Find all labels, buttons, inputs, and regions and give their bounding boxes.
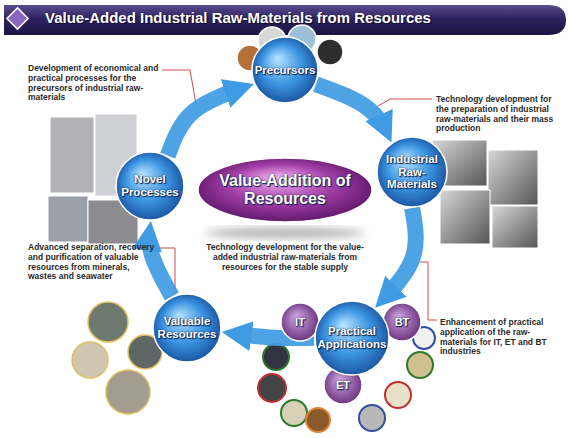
cycle-arrow [316, 84, 392, 142]
central-ellipse: Value-Addition of Resources [197, 157, 373, 223]
product-photo [359, 405, 385, 431]
cycle-arrow [375, 208, 416, 308]
sem-image [492, 206, 538, 248]
black-powder-photo [317, 39, 343, 65]
node-text: Precursors [252, 64, 318, 77]
node-text: Industrial Raw-Materials [377, 153, 447, 191]
node-text: Value-Addition of Resources [210, 172, 360, 207]
stage-circle: Novel Processes [115, 151, 185, 221]
sem-image [440, 190, 490, 244]
leader-line [378, 99, 432, 106]
product-photo [263, 344, 289, 370]
cycle-arrow [168, 84, 254, 156]
lab-photo [50, 117, 94, 193]
node-text: ET [324, 379, 362, 391]
circle-shape [377, 137, 447, 207]
title-icon [7, 8, 28, 29]
callout-text: Technology development for the value-add… [198, 243, 372, 272]
circle-shape [383, 303, 421, 341]
product-photo [407, 352, 433, 378]
callout-text: Advanced separation, recovery and purifi… [28, 243, 160, 282]
circle-shape [153, 294, 221, 362]
diagram-title: Value-Added Industrial Raw-Materials fro… [45, 9, 431, 26]
rock-photo [106, 370, 150, 414]
node-text: Practical Applications [315, 325, 389, 350]
leader-line [420, 262, 437, 320]
callout-text: Development of economical and practical … [28, 64, 160, 103]
circle-shape [281, 303, 319, 341]
rock-photo [72, 342, 108, 378]
leader-line [162, 70, 196, 104]
product-photo [281, 400, 307, 426]
title-band [4, 5, 566, 35]
rock-photo [88, 302, 128, 342]
circle-shape [252, 37, 318, 103]
ellipse-shadow [205, 227, 365, 239]
cycle-arrow [149, 221, 171, 296]
stage-circle: Valuable Resources [152, 293, 222, 363]
node-text: BT [383, 316, 421, 328]
product-photo [258, 374, 286, 402]
stage-circle: Industrial Raw-Materials [376, 136, 448, 208]
product-photo [306, 408, 330, 432]
stage-circle: Practical Applications [314, 300, 390, 376]
callout-text: Technology development for the preparati… [436, 95, 564, 134]
sem-image [488, 150, 538, 205]
industry-circle: IT [280, 302, 320, 342]
circle-shape [116, 152, 184, 220]
node-text: Valuable Resources [153, 315, 221, 340]
node-text: IT [281, 316, 319, 328]
ellipse-shape [198, 158, 372, 222]
callout-text: Enhancement of practical application of … [440, 318, 565, 357]
circle-shape [324, 366, 362, 404]
lab-photo [48, 196, 88, 242]
stage-circle: Precursors [251, 36, 319, 104]
node-text: Novel Processes [116, 173, 184, 198]
product-photo [385, 382, 411, 408]
circle-shape [315, 301, 389, 375]
